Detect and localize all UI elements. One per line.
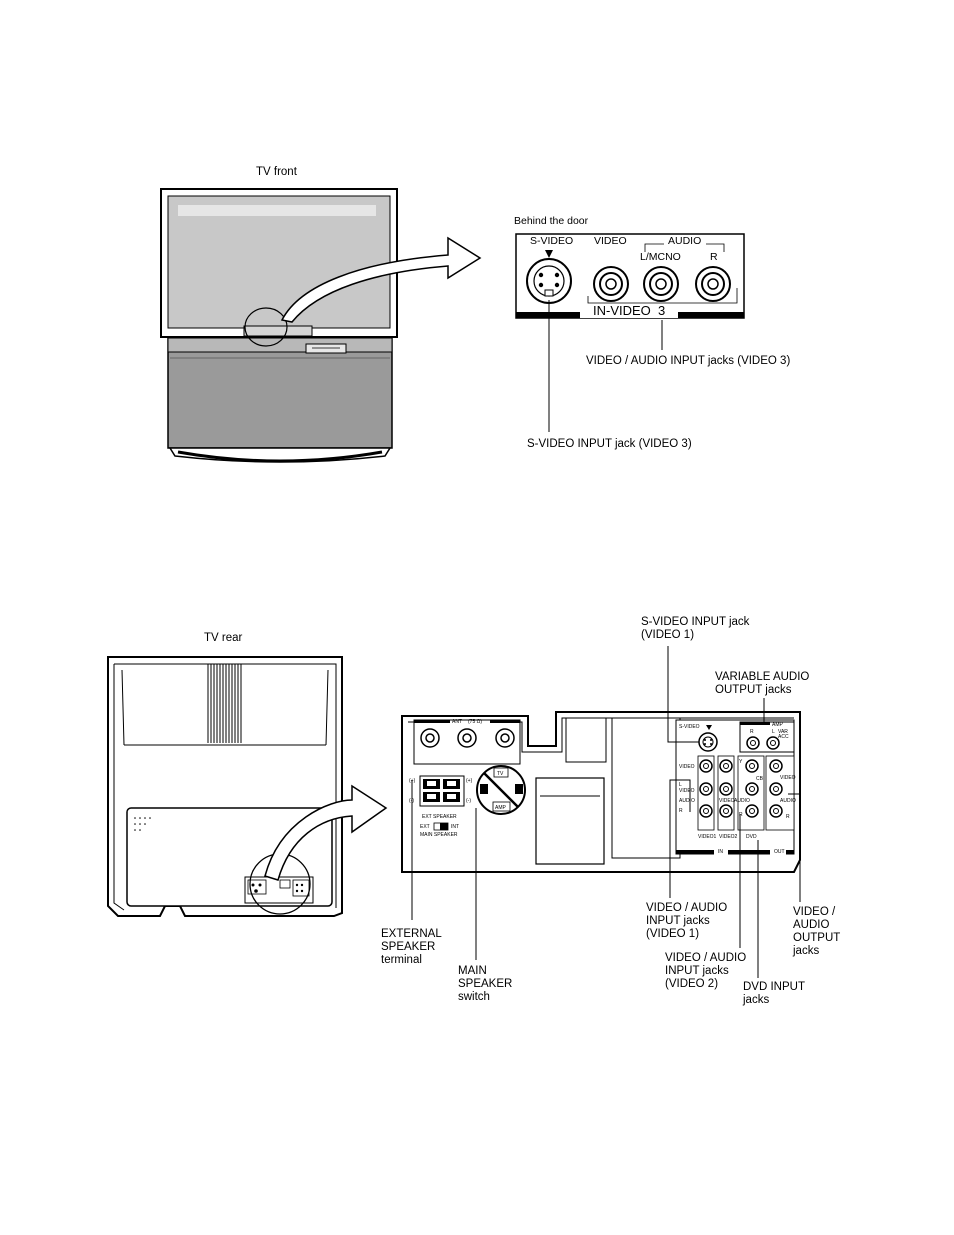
svg-text:INT: INT [451,824,459,830]
svg-text:VIDEO: VIDEO [679,788,695,794]
svg-text:AMP: AMP [772,722,784,728]
video-label: VIDEO [594,235,627,247]
video1-audio-r-jack [699,804,713,818]
svg-text:ACC: ACC [778,734,789,740]
svg-text:IN: IN [718,849,723,855]
svg-text:DVD: DVD [746,834,757,840]
callout-svideo1-line1: S-VIDEO INPUT jack [641,616,750,628]
out-video-jack [769,759,783,773]
svg-text:VAR: VAR [778,729,788,735]
svg-text:AMP: AMP [495,805,507,811]
svg-text:VIDEO2: VIDEO2 [719,834,738,840]
video2-audio-l-jack [719,782,733,796]
l-mono-label: L/MCNO [640,251,681,263]
antenna-jack-1 [420,728,440,748]
callout-dvd-line1: DVD INPUT [743,981,805,993]
callout-va1-line3: (VIDEO 1) [646,928,699,940]
audio-l-jack [643,266,679,302]
svg-text:R: R [750,729,754,735]
tv-front-title: TV front [256,166,298,178]
svg-text:AUDIO: AUDIO [780,798,796,804]
svg-text:MAIN SPEAKER: MAIN SPEAKER [420,832,458,838]
rear-callouts: S-VIDEO INPUT jack (VIDEO 1) VARIABLE AU… [381,616,840,1006]
callout-ext-speaker-line3: terminal [381,954,422,966]
r-label: R [710,251,718,263]
audio-label: AUDIO [668,235,701,247]
svg-text:TV: TV [497,771,504,777]
callout-va2-line2: INPUT jacks [665,965,729,977]
video-jack [593,266,629,302]
callout-svideo1-line2: (VIDEO 1) [641,629,694,641]
in-video-number: 3 [658,303,665,318]
callout-vaout-line2: AUDIO [793,919,829,931]
callout-svideo-input-video3: S-VIDEO INPUT jack (VIDEO 3) [527,438,692,450]
svg-text:Y: Y [739,759,743,765]
video1-video-jack [699,759,713,773]
antenna-jack-2 [457,728,477,748]
tv-front-illustration: TV front [160,166,482,463]
svg-text:CB: CB [756,776,764,782]
svg-text:AUDIO: AUDIO [679,798,695,804]
callout-va2-line3: (VIDEO 2) [665,978,718,990]
svg-text:R: R [786,814,790,820]
svg-text:VIDEO: VIDEO [679,764,695,770]
callout-va1-line2: INPUT jacks [646,915,710,927]
tv-rear-illustration: TV rear [107,632,388,917]
video2-audio-r-jack [719,804,733,818]
audio-r-jack [695,266,731,302]
callout-main-speaker-line1: MAIN [458,965,487,977]
svg-text:(+): (+) [466,778,473,784]
svg-text:OUT: OUT [774,849,785,855]
svideo-label: S-VIDEO [530,235,573,247]
callout-ext-speaker-line2: SPEAKER [381,941,435,953]
out-audio-l-jack [769,782,783,796]
var-audio-r-jack [746,736,760,750]
tv-rear-title: TV rear [204,632,243,644]
dvd-y-jack [745,759,759,773]
var-audio-l-jack [766,736,780,750]
svg-text:AUDIO: AUDIO [734,798,750,804]
behind-door-title: Behind the door [514,215,589,227]
svg-text:VIDEO1: VIDEO1 [698,834,717,840]
front-jack-panel: Behind the door S-VIDEO VIDEO AUDIO L/MC… [514,215,745,432]
callout-vaout-line4: jacks [792,945,819,957]
callout-vaout-line3: OUTPUT [793,932,840,944]
callout-ext-speaker-line1: EXTERNAL [381,928,442,940]
svg-text:VIDEO: VIDEO [719,798,735,804]
dvd-cb-jack [745,782,759,796]
svg-text:VIDEO: VIDEO [780,775,796,781]
svideo-jack-video1 [698,732,718,752]
svg-text:R: R [679,808,683,814]
callout-va2-line1: VIDEO / AUDIO [665,952,746,964]
video1-audio-l-jack [699,782,713,796]
external-speaker-terminal: (+) (-) (+) (-) EXT SPEAKER [409,775,473,820]
svg-text:L: L [679,782,682,788]
no-amp-warning-icon: TV AMP [476,765,526,815]
callout-dvd-line2: jacks [742,994,769,1006]
callout-main-speaker-line2: SPEAKER [458,978,512,990]
dvd-cr-jack [745,804,759,818]
out-audio-r-jack [769,804,783,818]
svg-text:R: R [739,812,743,818]
svg-text:(-): (-) [466,798,471,804]
main-speaker-switch: EXT INT MAIN SPEAKER [420,822,459,838]
svg-text:L: L [772,729,775,735]
callout-video-audio-input-video3: VIDEO / AUDIO INPUT jacks (VIDEO 3) [586,355,790,367]
callout-var-audio-line2: OUTPUT jacks [715,684,792,696]
callout-var-audio-line1: VARIABLE AUDIO [715,671,809,683]
video2-video-jack [719,759,733,773]
svg-text:EXT SPEAKER: EXT SPEAKER [422,814,457,820]
rear-jack-panel: ANT (75 Ω) (+) (-) (+) (-) EXT SPEAKER E… [401,711,801,873]
svg-text:EXT: EXT [420,824,430,830]
svg-text:S-VIDEO: S-VIDEO [679,724,700,730]
callout-va1-line1: VIDEO / AUDIO [646,902,727,914]
antenna-jack-3 [495,728,515,748]
ant-ohm-label: (75 Ω) [468,719,482,725]
callout-main-speaker-line3: switch [458,991,490,1003]
callout-vaout-line1: VIDEO / [793,906,836,918]
ant-label: ANT [452,719,462,725]
rear-callout-lines [411,646,801,978]
in-video-label: IN-VIDEO [593,303,651,318]
